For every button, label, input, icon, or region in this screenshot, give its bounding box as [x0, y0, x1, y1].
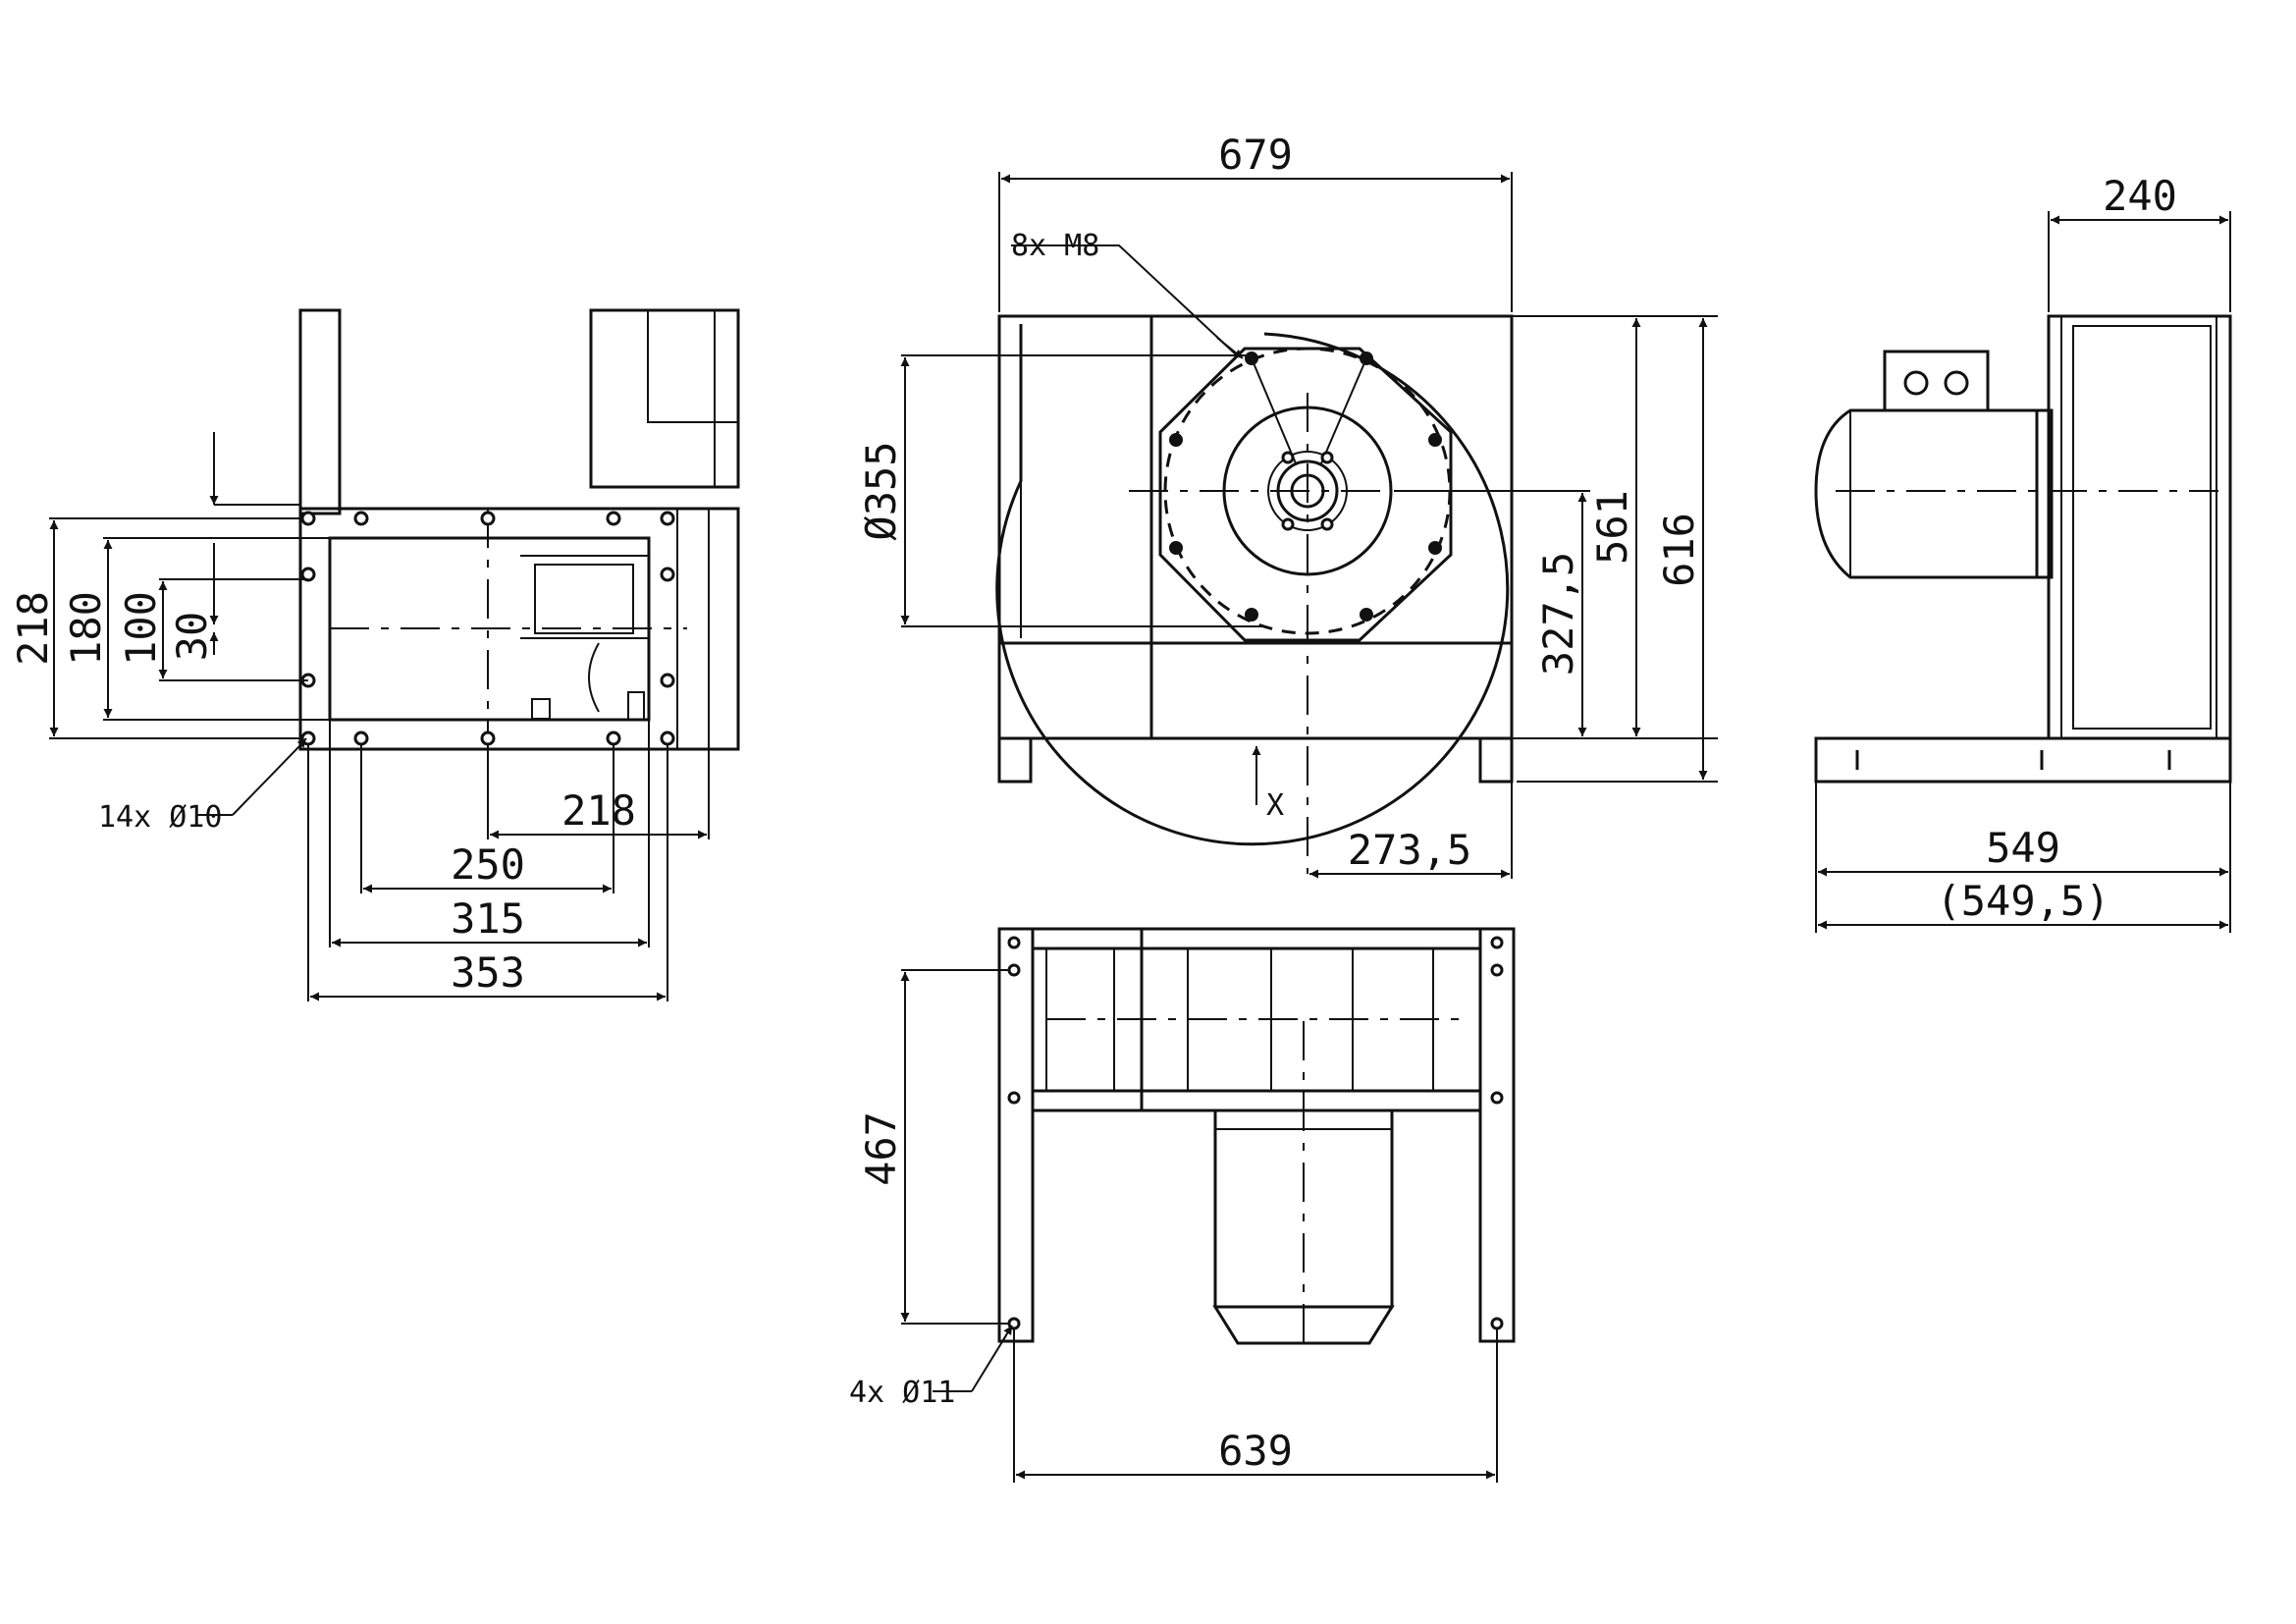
- flange-outer: [298, 507, 740, 751]
- motor-body: [1814, 408, 2049, 579]
- foot-left: [997, 736, 1033, 784]
- dim-616: 616: [1655, 513, 1703, 587]
- flange-holes: [300, 511, 675, 746]
- dim-639: 639: [1218, 1427, 1293, 1475]
- dim-353: 353: [451, 948, 525, 997]
- terminal-box: [1883, 350, 1990, 412]
- side-view-left: 218 180 100 30 218 250 315 353 14x Ø10: [9, 308, 740, 1001]
- bottom-rail-right: [1478, 927, 1516, 1343]
- thread-holes: [1169, 352, 1442, 622]
- dim-679: 679: [1218, 131, 1293, 179]
- callout-4x-holes: 4x Ø11: [849, 1376, 955, 1410]
- dim-327-5: 327,5: [1534, 552, 1582, 676]
- callout-14x-holes: 14x Ø10: [98, 800, 222, 835]
- dim-240: 240: [2103, 172, 2177, 220]
- dim-diameter-355: Ø355: [857, 441, 905, 540]
- dim-273-5: 273,5: [1348, 826, 1471, 874]
- bottom-rail-left: [997, 927, 1035, 1343]
- dim-315: 315: [451, 894, 525, 943]
- dim-549: 549: [1986, 824, 2060, 872]
- callout-8x-m8: 8x M8: [1011, 229, 1099, 263]
- foot-right: [1478, 736, 1514, 784]
- dim-250: 250: [451, 840, 525, 889]
- axis-x-label: X: [1266, 788, 1284, 823]
- bottom-motor: [1213, 1109, 1394, 1309]
- dim-218-vertical: 218: [9, 591, 57, 666]
- casing-side: [2047, 314, 2232, 740]
- dim-218-horizontal: 218: [561, 786, 636, 835]
- side-view-right: 240 549 (549,5): [1814, 172, 2232, 933]
- dim-467: 467: [857, 1111, 905, 1186]
- bottom-holes: [1007, 936, 1504, 1330]
- dim-180: 180: [62, 591, 110, 666]
- bottom-view: 467 639 4x Ø11: [849, 927, 1516, 1483]
- impeller-section: [534, 564, 634, 634]
- front-casing-outer: [997, 314, 1514, 740]
- dim-30: 30: [168, 612, 216, 662]
- motor-housing-inner: [647, 310, 738, 423]
- dim-561: 561: [1588, 490, 1636, 565]
- motor-housing-outline: [589, 308, 740, 489]
- front-view: 679 Ø355 327,5 561 616 273,5 X 8x M8: [857, 131, 1718, 879]
- left-post: [298, 308, 342, 515]
- dim-549-5: (549,5): [1936, 877, 2109, 925]
- volute-scroll: [995, 324, 1510, 846]
- base-rail: [1814, 736, 2232, 784]
- dim-100: 100: [117, 591, 165, 666]
